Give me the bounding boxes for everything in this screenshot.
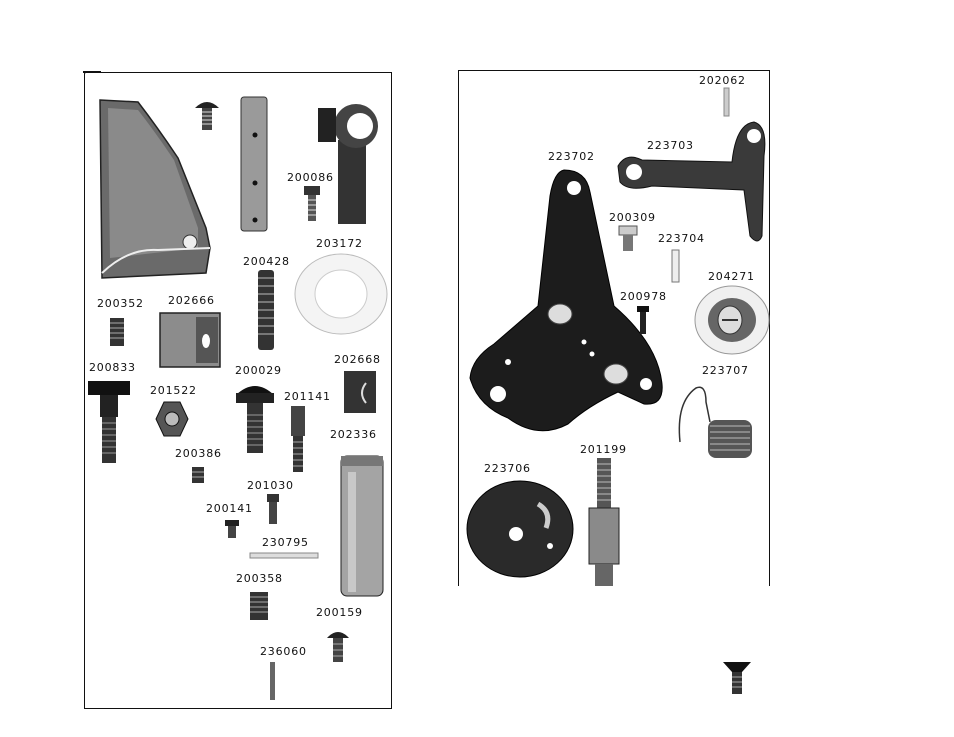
washer-204271-part	[692, 284, 772, 356]
label-201522: 201522	[150, 384, 197, 397]
setscrew-200386-part	[190, 467, 206, 485]
label-223704: 223704	[658, 232, 705, 245]
pin-230795-part	[250, 552, 320, 560]
label-200428: 200428	[243, 255, 290, 268]
screw-200833-part	[88, 381, 132, 465]
label-223706: 223706	[484, 462, 531, 475]
screw-200978-part	[636, 306, 650, 336]
label-201030: 201030	[247, 479, 294, 492]
label-202062: 202062	[699, 74, 746, 87]
label-200978: 200978	[620, 290, 667, 303]
label-200309: 200309	[609, 211, 656, 224]
label-230795: 230795	[262, 536, 309, 549]
stud-201141-part	[286, 406, 310, 474]
label-200833: 200833	[89, 361, 136, 374]
label-204271: 204271	[708, 270, 755, 283]
spring-223707-part	[676, 382, 758, 462]
label-201199: 201199	[580, 443, 627, 456]
label-223707: 223707	[702, 364, 749, 377]
pin-236060-part	[268, 662, 278, 702]
pin-223704-part	[670, 250, 682, 284]
screw-200141-part	[224, 520, 240, 540]
label-202666: 202666	[168, 294, 215, 307]
stud-201199-part	[585, 458, 623, 588]
screw-201030-part	[265, 494, 281, 526]
setscrew-200358-part	[248, 592, 270, 622]
spring-200428-part	[254, 270, 278, 352]
label-200358: 200358	[236, 572, 283, 585]
screw-200029-part	[235, 381, 275, 455]
screw-200309-part	[618, 226, 638, 254]
label-203172: 203172	[316, 237, 363, 250]
setscrew-200352-part	[107, 318, 127, 348]
label-202668: 202668	[334, 353, 381, 366]
label-200386: 200386	[175, 447, 222, 460]
label-200086: 200086	[287, 171, 334, 184]
washer-203172-part	[292, 251, 390, 337]
label-236060: 236060	[260, 645, 307, 658]
block-202666-part	[158, 311, 224, 369]
label-200159: 200159	[316, 606, 363, 619]
label-201141: 201141	[284, 390, 331, 403]
label-200029: 200029	[235, 364, 282, 377]
screw-200159-part	[326, 628, 350, 664]
label-200352: 200352	[97, 297, 144, 310]
top-screw-part	[193, 96, 223, 136]
loose-screw-part	[722, 660, 752, 696]
sleeve-202336-part	[338, 452, 386, 598]
disc-223706-part	[464, 478, 576, 580]
label-202336: 202336	[330, 428, 377, 441]
block-202668-part	[342, 369, 378, 415]
clamp-head-part	[316, 100, 386, 226]
label-200141: 200141	[206, 502, 253, 515]
pin-202062-part	[722, 88, 732, 118]
shaft-part	[238, 95, 272, 235]
screw-200086-part	[302, 186, 322, 224]
label-223702: 223702	[548, 150, 595, 163]
nut-201522-part	[155, 401, 189, 437]
